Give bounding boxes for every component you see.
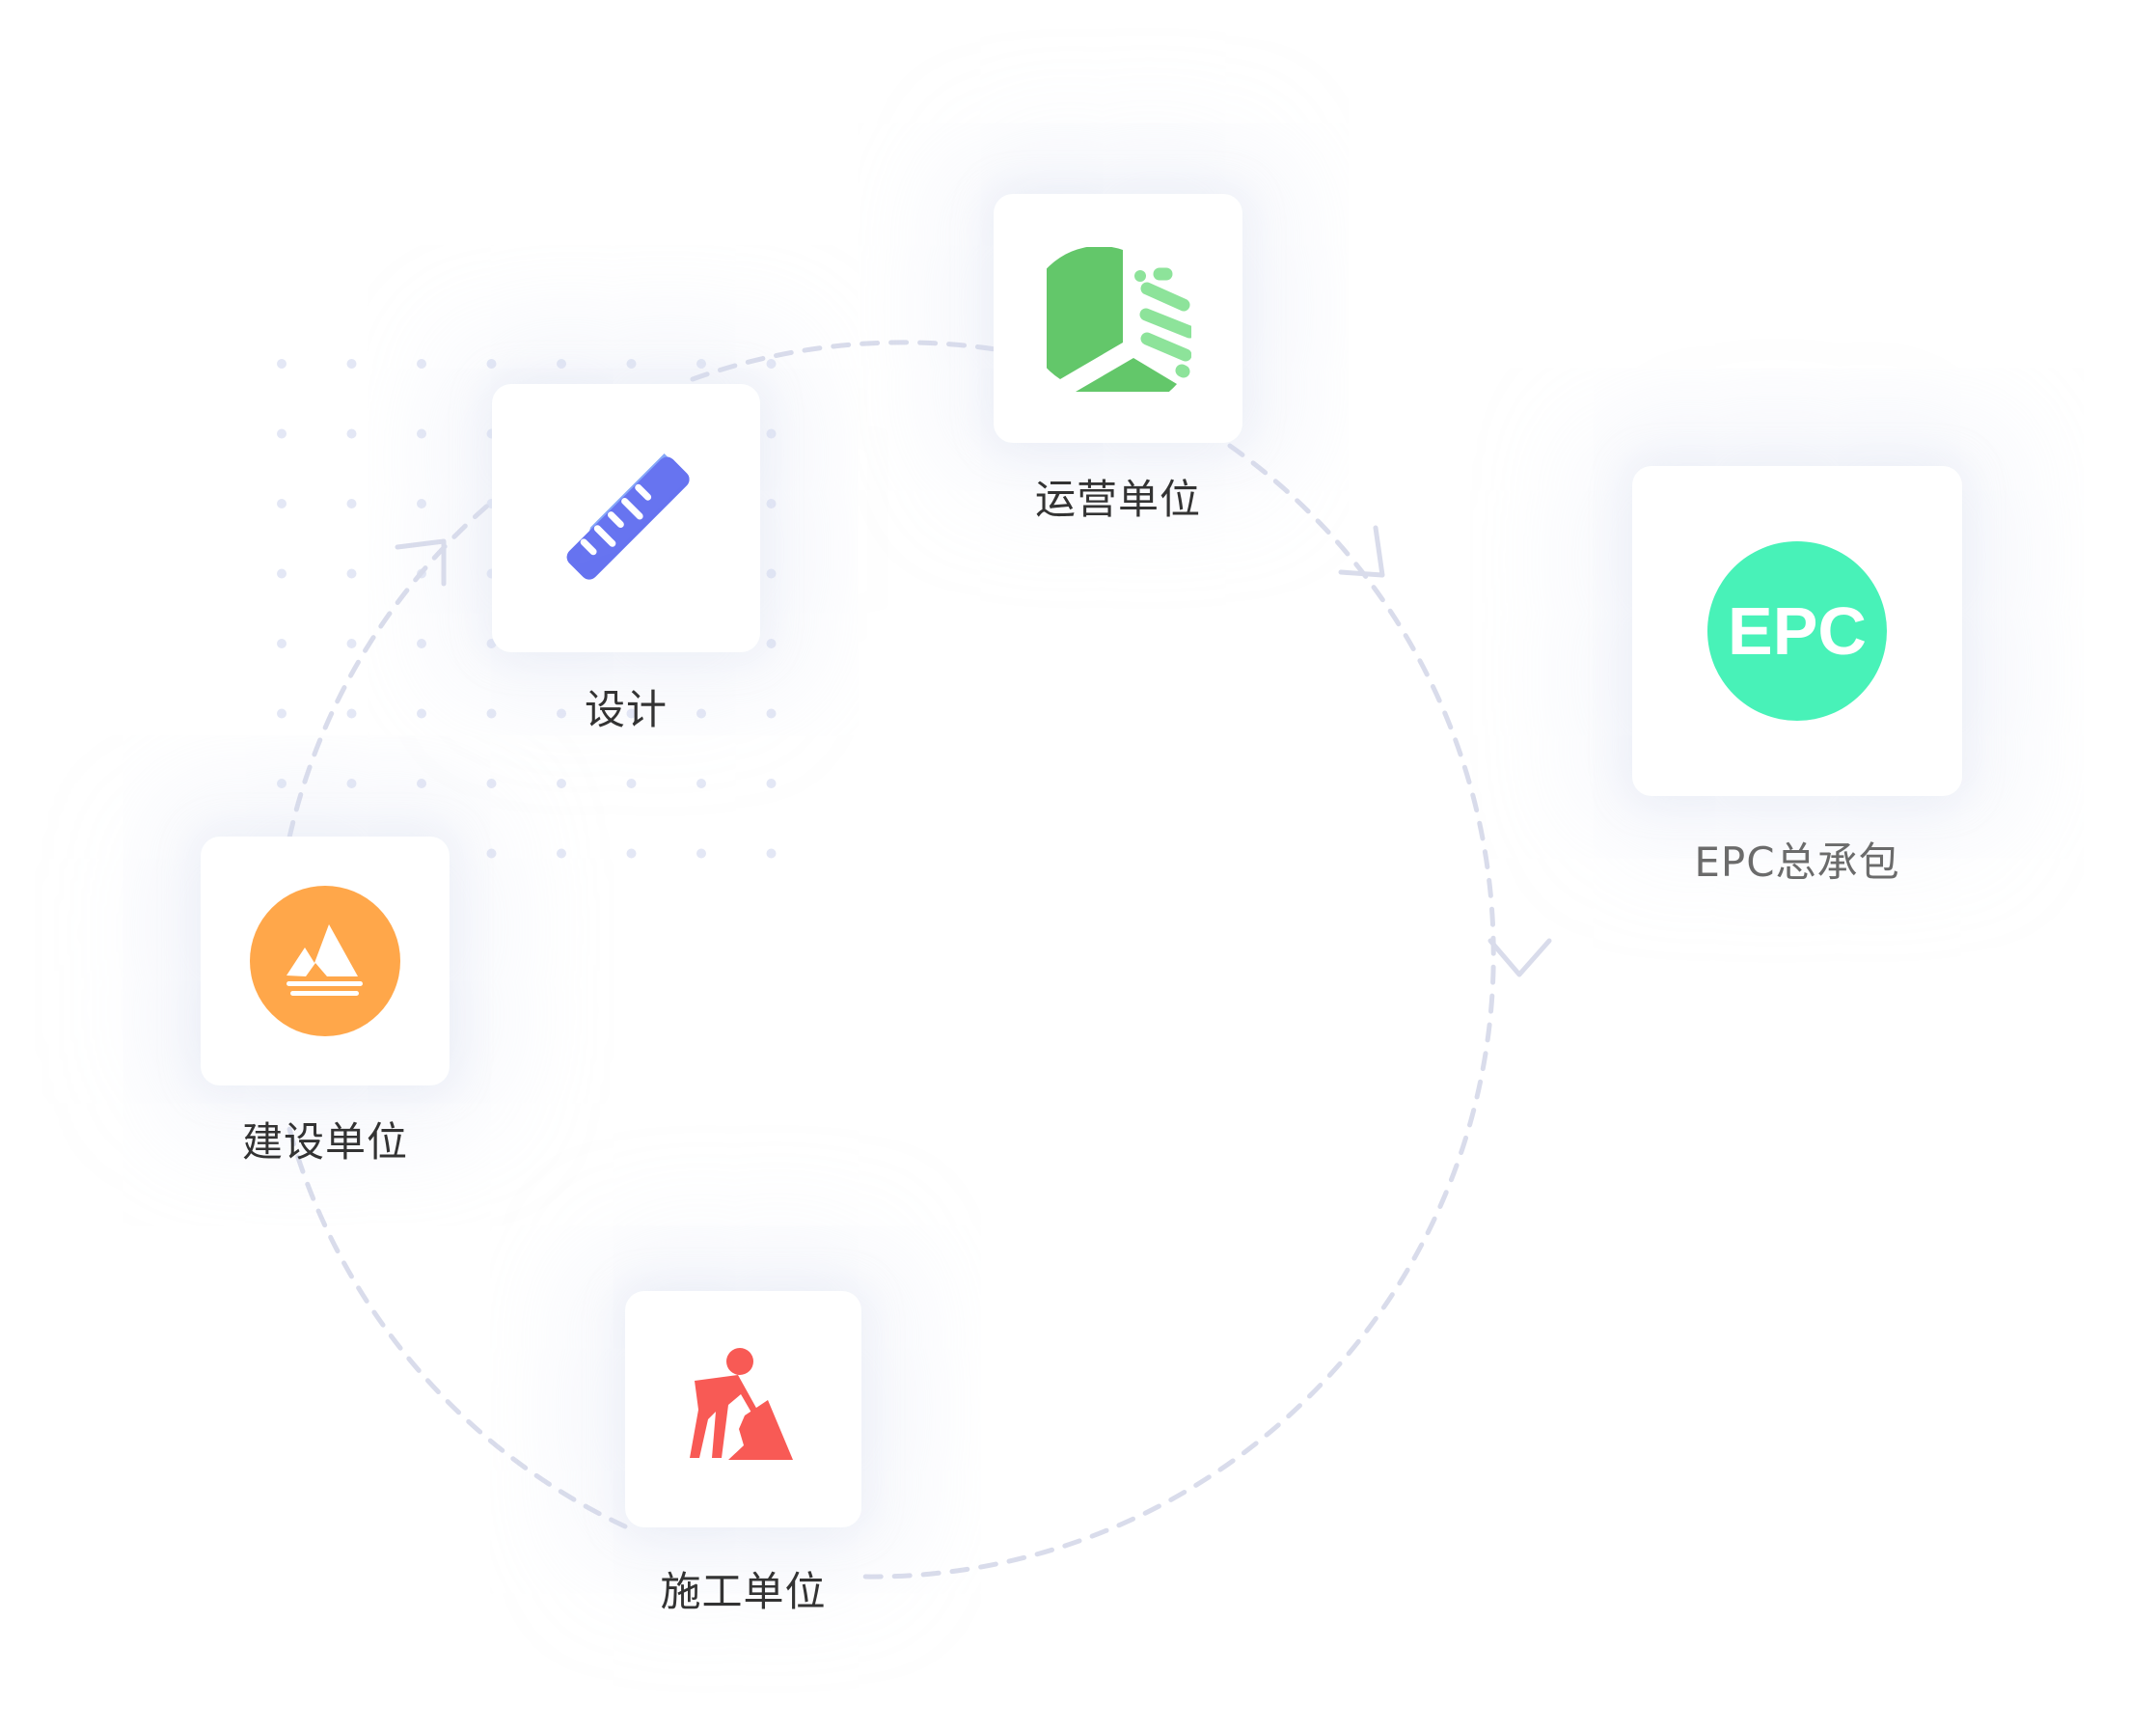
grid-dot: [557, 779, 566, 788]
grid-dot: [486, 848, 497, 859]
grid-dot: [417, 499, 426, 508]
grid-dot: [766, 779, 777, 788]
grid-dot: [766, 568, 777, 579]
grid-dot: [346, 779, 357, 788]
design-card[interactable]: [492, 384, 760, 652]
grid-dot: [626, 359, 637, 369]
grid-dot: [277, 779, 287, 788]
grid-dot: [766, 499, 777, 508]
grid-dot: [277, 568, 287, 579]
owner-card[interactable]: [201, 837, 450, 1085]
grid-dot: [626, 848, 637, 859]
grid-dot: [277, 428, 287, 439]
grid-dot: [696, 359, 706, 369]
cycle-arc-construction-to-owner: [287, 1126, 628, 1529]
grid-dot: [417, 428, 426, 439]
epc-badge-text: EPC: [1728, 593, 1867, 669]
arrow-chevron-upper-right: [1338, 525, 1385, 578]
design-label: 设计: [584, 686, 668, 733]
grid-dot: [766, 848, 777, 859]
grid-dot: [766, 428, 777, 439]
grid-dot: [277, 639, 287, 648]
grid-dot: [626, 779, 637, 788]
grid-dot: [486, 779, 497, 788]
cycle-arc-design-to-operations: [690, 340, 998, 382]
grid-dot: [557, 848, 566, 859]
grid-dot: [417, 359, 426, 369]
grid-dot: [766, 359, 777, 369]
grid-dot: [277, 499, 287, 508]
grid-dot: [346, 639, 357, 648]
grid-dot: [766, 708, 777, 719]
operations-card[interactable]: [994, 194, 1242, 443]
operations-label: 运营单位: [1034, 476, 1201, 523]
grid-dot: [696, 779, 706, 788]
grid-dot: [346, 499, 357, 508]
grid-dot: [486, 708, 497, 719]
grid-dot: [417, 708, 426, 719]
epc-card[interactable]: EPC: [1632, 466, 1962, 796]
grid-dot: [417, 639, 426, 648]
grid-dot: [486, 359, 497, 369]
worker-digging-icon: [690, 1348, 793, 1460]
grid-dot: [346, 568, 357, 579]
grid-dot: [557, 708, 566, 719]
pie-chart-icon: [1047, 247, 1191, 392]
grid-dot: [417, 779, 426, 788]
grid-dot: [277, 708, 287, 719]
grid-dot: [346, 359, 357, 369]
grid-dot: [696, 848, 706, 859]
grid-dot: [346, 428, 357, 439]
owner-label: 建设单位: [241, 1118, 408, 1166]
ruler-pencil-icon: [566, 453, 690, 580]
grid-dot: [626, 708, 637, 719]
epc-badge-icon: EPC: [1707, 541, 1887, 721]
grid-dot: [346, 708, 357, 719]
mountain-icon: [250, 886, 400, 1036]
grid-dot: [557, 359, 566, 369]
cycle-arc-operations-to-construction: [859, 443, 1496, 1580]
construction-card[interactable]: [625, 1291, 861, 1527]
grid-dot: [277, 359, 287, 369]
grid-dot: [766, 639, 777, 648]
grid-dot: [696, 708, 706, 719]
arrow-chevron-right: [1487, 938, 1552, 977]
construction-label: 施工单位: [660, 1568, 827, 1615]
cycle-arc-owner-to-design: [287, 499, 495, 840]
arrow-chevron-left: [395, 538, 447, 587]
epc-label: EPC总承包: [1694, 838, 1900, 886]
